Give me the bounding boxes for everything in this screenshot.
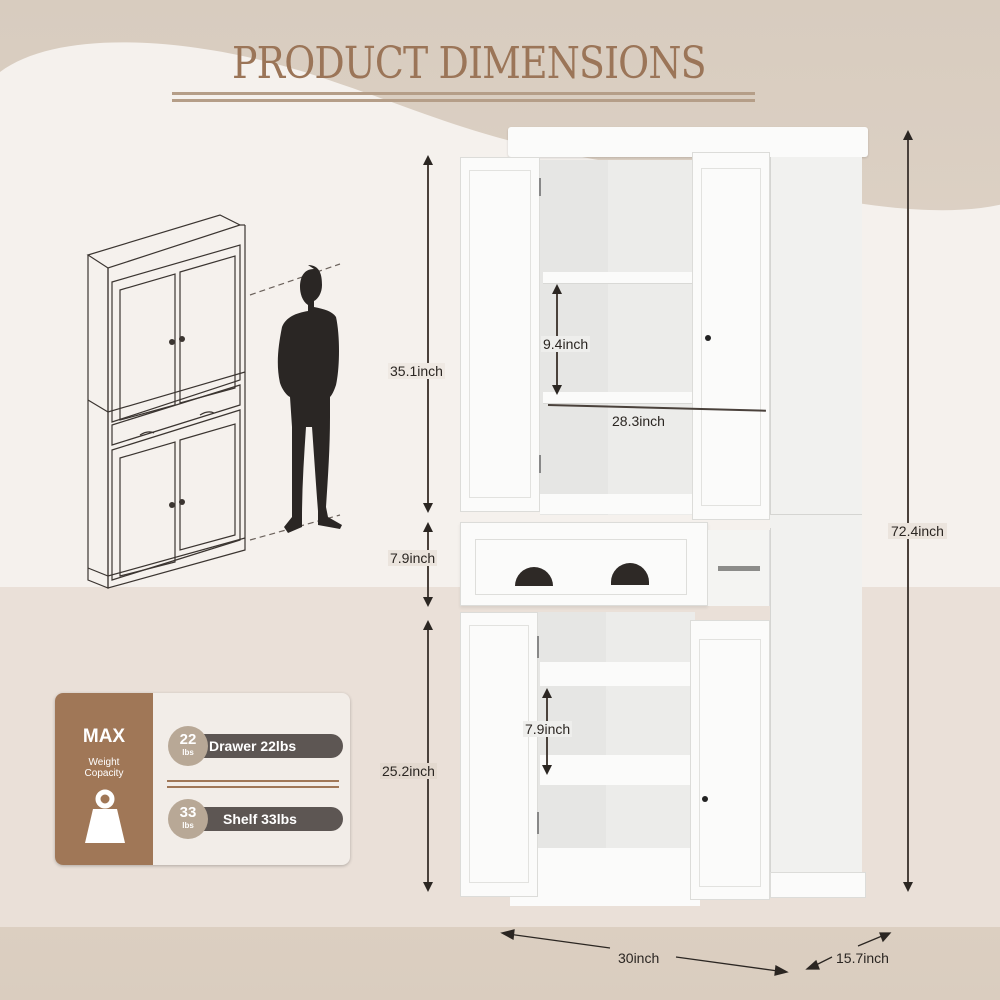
upper-shelf xyxy=(543,272,693,284)
cup-handle-icon xyxy=(611,563,649,585)
arrow-down-icon xyxy=(423,503,433,513)
arrow-up-icon xyxy=(903,130,913,140)
cabinet-sketch xyxy=(86,214,342,589)
door-knob-icon xyxy=(702,796,708,802)
arrow-down-icon xyxy=(552,385,562,395)
base-dimension-lines xyxy=(500,929,892,976)
arrow-down-icon xyxy=(542,765,552,775)
shelf-capacity-pill: Shelf 33lbs xyxy=(183,807,343,831)
lower-right-door xyxy=(690,620,770,900)
lower-shelf xyxy=(540,755,695,785)
weight-capacity-card: MAX Weight Copacity Drawer 22lbs 22 lbs … xyxy=(55,693,350,865)
arrow-down-icon xyxy=(423,597,433,607)
drawer-height-label: 7.9inch xyxy=(388,550,438,566)
cabinet-side-lower xyxy=(770,528,862,888)
upper-left-door xyxy=(460,157,540,512)
lower-height-line xyxy=(427,630,429,885)
hinge xyxy=(539,178,541,196)
lower-left-door xyxy=(460,612,538,897)
door-knob-icon xyxy=(705,335,711,341)
depth-label: 15.7inch xyxy=(836,950,889,966)
person-silhouette xyxy=(277,265,342,533)
divider xyxy=(167,780,339,782)
weight-icon xyxy=(85,789,125,843)
weight-capacity-label: Weight Copacity xyxy=(84,757,124,779)
arrow-up-icon xyxy=(423,155,433,165)
cup-handle-icon xyxy=(515,567,553,586)
arrow-down-icon xyxy=(423,882,433,892)
arrow-up-icon xyxy=(552,284,562,294)
drawer xyxy=(460,522,708,606)
title-rule xyxy=(172,99,755,102)
upper-shelf-spacing-label: 9.4inch xyxy=(541,336,591,352)
shelf-capacity-badge: 33 lbs xyxy=(168,799,208,839)
lower-bottom-shelf xyxy=(510,848,700,906)
upper-shelf xyxy=(543,392,693,404)
max-heading: MAX xyxy=(82,726,126,747)
interior-width-label: 28.3inch xyxy=(612,413,665,429)
total-height-label: 72.4inch xyxy=(888,523,947,539)
arrow-up-icon xyxy=(423,522,433,532)
arrow-down-icon xyxy=(903,882,913,892)
upper-height-line xyxy=(427,165,429,510)
cabinet-top xyxy=(508,127,868,157)
width-label: 30inch xyxy=(618,950,660,966)
cabinet-side-upper xyxy=(770,157,862,519)
arrow-up-icon xyxy=(542,688,552,698)
total-height-line xyxy=(907,140,909,885)
lower-shelf-spacing-label: 7.9inch xyxy=(523,721,573,737)
arrow-up-icon xyxy=(423,620,433,630)
divider xyxy=(167,786,339,788)
lower-shelf xyxy=(540,662,695,686)
drawer-slide xyxy=(718,566,760,571)
title-rule xyxy=(172,92,755,95)
cabinet-base xyxy=(770,872,866,898)
hinge xyxy=(537,812,539,834)
drawer-capacity-badge: 22 lbs xyxy=(168,726,208,766)
page-title: PRODUCT DIMENSIONS xyxy=(232,38,706,89)
upper-cabinet-height-label: 35.1inch xyxy=(388,363,445,379)
upper-bottom-shelf xyxy=(540,494,692,514)
drawer-capacity-pill: Drawer 22lbs xyxy=(183,734,343,758)
lower-cabinet-height-label: 25.2inch xyxy=(380,763,437,779)
hinge xyxy=(537,636,539,658)
hinge xyxy=(539,455,541,473)
upper-right-door xyxy=(692,152,770,520)
